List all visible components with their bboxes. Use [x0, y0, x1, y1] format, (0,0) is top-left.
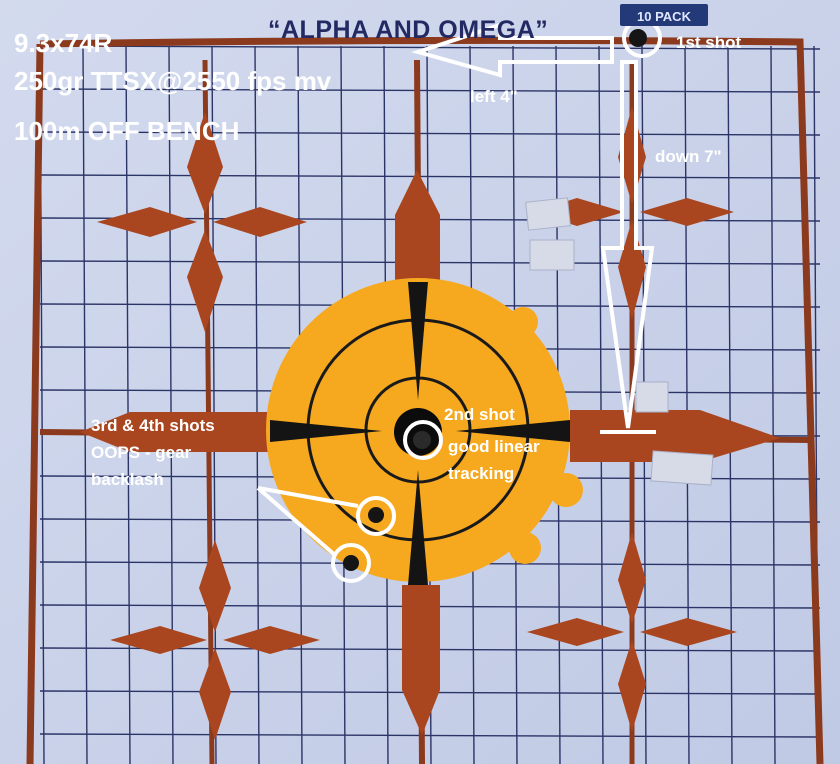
bullet-hole-3 — [368, 507, 384, 523]
target-title: “ALPHA AND OMEGA” — [268, 16, 549, 44]
paper-patch — [529, 239, 575, 271]
grid-line — [598, 45, 604, 764]
down-adjust-label: down 7" — [655, 147, 722, 166]
adjust-left-arrow — [411, 22, 614, 78]
distance-label: 100m OFF BENCH — [14, 116, 240, 146]
load-label: 250gr TTSX@2550 fps mv — [14, 66, 332, 96]
crosshair-wedges — [270, 282, 570, 585]
third-fourth-shots-note-2: backlash — [91, 470, 164, 489]
second-shot-note: good linear — [448, 437, 540, 456]
left-adjust-label: left 4" — [470, 87, 518, 106]
disc-tab — [549, 473, 583, 507]
disc-tab — [508, 307, 538, 337]
adjust-down-arrow — [600, 60, 656, 434]
second-shot-note-2: tracking — [448, 464, 515, 483]
bullet-hole-1 — [629, 29, 647, 47]
bullet-hole-4 — [343, 555, 359, 571]
disc-tab — [509, 532, 541, 564]
first-shot-label: 1st shot — [676, 33, 742, 52]
spine-diamond-right — [570, 410, 780, 462]
spine-diamond-bottom — [402, 585, 440, 735]
diamond-cluster-bottom-right — [527, 532, 737, 732]
paper-patch — [525, 197, 571, 231]
grid-line — [39, 88, 821, 93]
spine-diamond-left — [80, 412, 270, 452]
target-frame — [26, 36, 824, 764]
grid-line — [727, 45, 733, 764]
grid-line — [39, 174, 821, 179]
grid-line — [770, 45, 776, 764]
grid-line — [82, 45, 88, 764]
diamond-cluster-bottom-left — [110, 540, 320, 740]
second-shot-label: 2nd shot — [444, 405, 515, 424]
diamond-cluster-top-left — [97, 112, 307, 332]
grid-line — [39, 131, 821, 136]
paper-patch — [650, 450, 714, 486]
third-fourth-shots-label: 3rd & 4th shots — [91, 416, 215, 435]
caliber-label: 9.3x74R — [14, 28, 113, 58]
third-fourth-shots-note: OOPS - gear — [91, 443, 192, 462]
grid-line — [39, 733, 821, 738]
bullet-hole-2 — [413, 431, 431, 449]
pointer-lines — [256, 486, 359, 558]
paper-patch — [635, 381, 669, 413]
pack-badge: 10 PACK — [620, 4, 708, 26]
spine-diamond-top — [395, 170, 440, 290]
